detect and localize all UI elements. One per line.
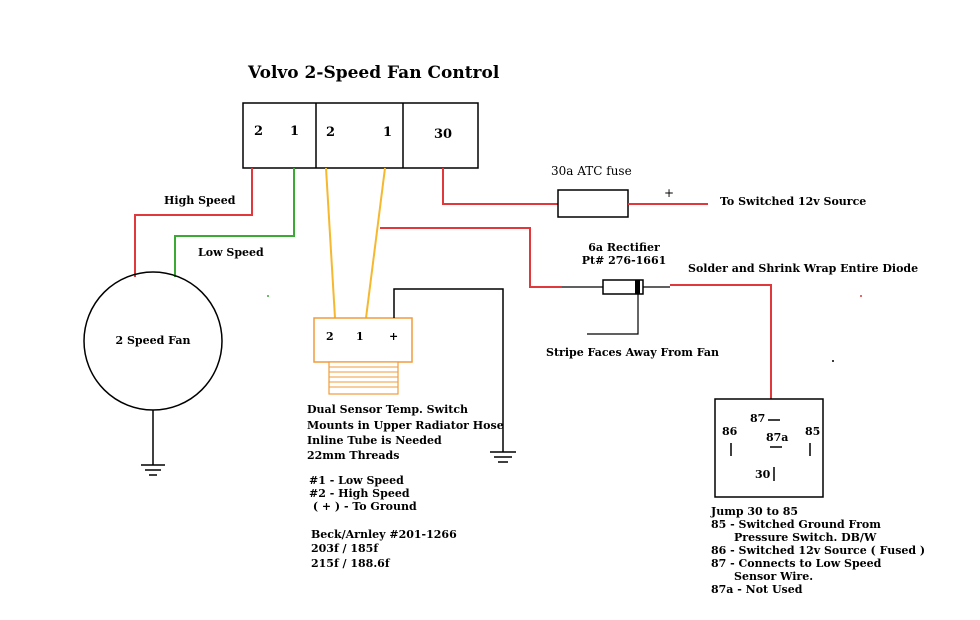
sensor-pin-2: 2 <box>326 330 334 343</box>
sensor-pin-note: ( + ) - To Ground <box>309 500 417 513</box>
temp-sensor-switch: 2 1 + <box>313 317 413 395</box>
relay-note-line: Pressure Switch. DB/W <box>734 531 877 544</box>
sensor-part-note: 215f / 188.6f <box>311 557 391 570</box>
solder-note: Solder and Shrink Wrap Entire Diode <box>688 262 918 275</box>
sensor-part-note: Beck/Arnley #201-1266 <box>311 528 457 541</box>
low-speed-label: Low Speed <box>198 246 264 259</box>
diagram-title: Volvo 2-Speed Fan Control <box>247 63 500 83</box>
sensor-pin-1: 1 <box>356 330 364 343</box>
sensor-pin-plus: + <box>389 330 398 343</box>
connector-pin-a1: 1 <box>290 124 299 139</box>
sensor-wire-2 <box>325 167 336 319</box>
sensor-notes: Dual Sensor Temp. Switch Mounts in Upper… <box>307 403 504 570</box>
high-speed-label: High Speed <box>164 194 236 207</box>
fan-ground-icon <box>141 410 165 476</box>
relay-pin-30: 30 <box>755 468 771 481</box>
sensor-ground-icon <box>490 451 516 463</box>
sensor-ground-wire <box>393 288 504 452</box>
relay-pin-85: 85 <box>805 425 820 438</box>
stripe-note: Stripe Faces Away From Fan <box>546 346 719 359</box>
fan-label: 2 Speed Fan <box>116 334 191 347</box>
source-label: To Switched 12v Source <box>720 195 866 208</box>
sensor-note-line: 22mm Threads <box>307 449 399 462</box>
rectifier-feed-wire <box>380 227 562 288</box>
stray-dot <box>860 295 862 297</box>
relay-87-wire <box>670 284 772 410</box>
sensor-note-line: Dual Sensor Temp. Switch <box>307 403 468 416</box>
fuse-plus-mark: + <box>664 186 674 200</box>
relay-pin-87a: 87a <box>766 431 788 444</box>
sensor-wire-1 <box>365 167 386 319</box>
rectifier-diode <box>562 279 670 295</box>
connector-pin-30: 30 <box>434 127 452 142</box>
fuse: 30a ATC fuse + <box>551 164 674 218</box>
connector-pin-b2: 2 <box>326 125 335 140</box>
relay-note-line: 85 - Switched Ground From <box>711 518 881 531</box>
sensor-pin-note: #2 - High Speed <box>309 487 410 500</box>
rectifier-label: 6a Rectifier <box>588 241 660 254</box>
sensor-pin-note: #1 - Low Speed <box>309 474 404 487</box>
high-speed-wire <box>134 168 253 277</box>
relay-note-line: 86 - Switched 12v Source ( Fused ) <box>711 544 925 557</box>
stray-dot <box>832 360 834 362</box>
relay-note-line: 87 - Connects to Low Speed <box>711 557 882 570</box>
fan-connector: 2 1 2 1 30 <box>242 102 479 169</box>
sensor-note-line: Inline Tube is Needed <box>307 434 442 447</box>
connector-pin-a2: 2 <box>254 124 263 139</box>
relay-note-line: 87a - Not Used <box>711 583 803 596</box>
relay-note-line: Sensor Wire. <box>734 570 813 583</box>
fan-motor: 2 Speed Fan <box>83 271 223 411</box>
relay-note-line: Jump 30 to 85 <box>710 505 798 518</box>
relay-pin-86: 86 <box>722 425 738 438</box>
relay: 87 86 87a 85 30 <box>714 398 824 498</box>
rectifier-part-number: Pt# 276-1661 <box>582 254 667 267</box>
low-speed-wire <box>174 168 295 277</box>
connector-pin-b1: 1 <box>383 125 392 140</box>
stray-dot <box>267 295 269 297</box>
sensor-note-line: Mounts in Upper Radiator Hose <box>307 419 504 432</box>
fuse-label: 30a ATC fuse <box>551 164 632 178</box>
relay-notes: Jump 30 to 85 85 - Switched Ground From … <box>710 505 925 596</box>
sensor-part-note: 203f / 185f <box>311 542 379 555</box>
stripe-pointer-line <box>587 294 639 335</box>
relay-pin-87: 87 <box>750 412 765 425</box>
power-wire <box>442 168 558 205</box>
